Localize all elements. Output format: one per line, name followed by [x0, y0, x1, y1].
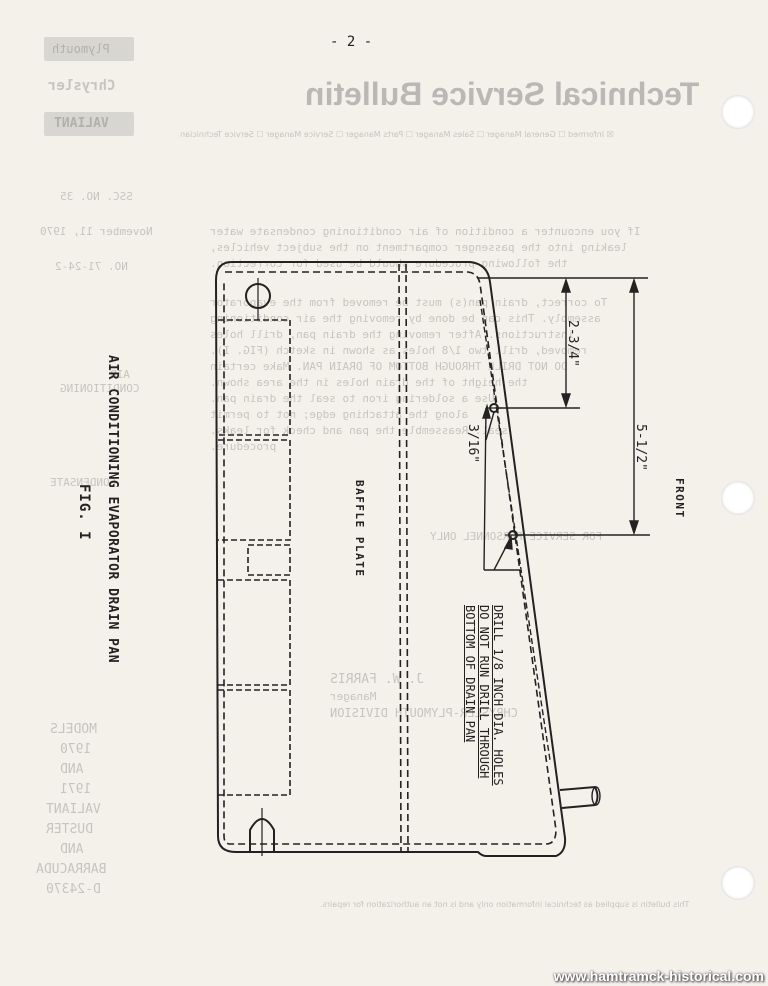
tab-2 — [218, 439, 291, 541]
tab-5 — [218, 689, 291, 796]
dimension-5-1-2: 5-1/2" — [633, 424, 648, 471]
baffle-line-1 — [398, 263, 402, 853]
site-watermark: www.hamtramck-historical.com — [553, 968, 764, 984]
baffle-line-2 — [405, 263, 409, 853]
dimension-2-3-4: 2-3/4" — [565, 320, 580, 367]
punch-hole-top — [721, 95, 755, 129]
figure-number: FIG. I — [76, 484, 92, 541]
tab-1 — [218, 319, 291, 436]
bleed-brand-block-3 — [44, 112, 134, 136]
figure-caption: AIR CONDITIONING EVAPORATOR DRAIN PAN — [105, 355, 120, 664]
tab-4 — [218, 579, 291, 686]
pan-outline — [214, 261, 567, 857]
front-label: FRONT — [673, 478, 686, 519]
dimension-3-16: 3/16" — [465, 424, 480, 464]
punch-hole-middle — [721, 481, 755, 515]
pan-inner-outline — [223, 271, 557, 845]
page-number: - 2 - — [330, 34, 373, 50]
baffle-plate-label: BAFFLE PLATE — [353, 480, 366, 578]
tab-3 — [247, 544, 291, 576]
drill-instruction-note: DRILL 1/8 INCH DIA. HOLES DO NOT RUN DRI… — [463, 605, 505, 786]
punch-hole-bottom — [721, 866, 755, 900]
bleed-brand-block-1 — [44, 37, 134, 61]
